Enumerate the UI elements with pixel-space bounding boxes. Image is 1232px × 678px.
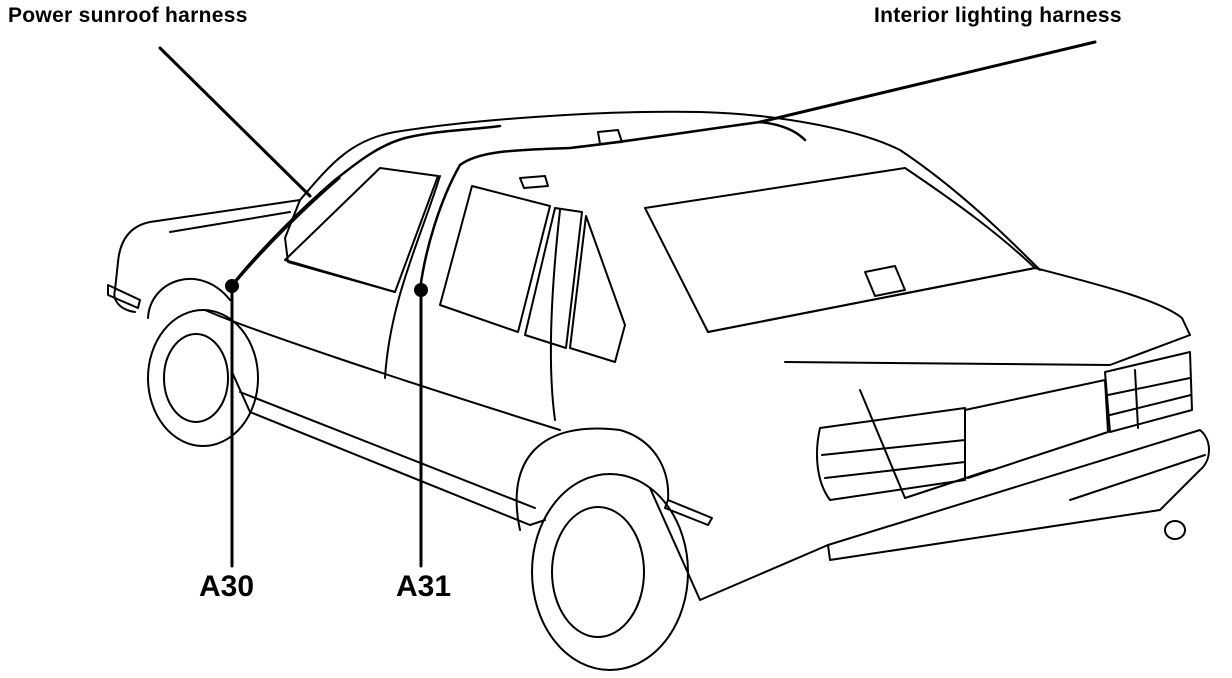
interior-harness-label: Interior lighting harness [874,4,1122,27]
rear-rim [551,506,645,638]
trunk-edge [784,334,1191,366]
rear-door-window [439,185,551,333]
front-window [284,167,439,293]
tail-light-right-lines [1107,369,1192,429]
connector-a30-dot [225,279,239,293]
tail-light-left [816,407,966,501]
sunroof-leader-line [158,46,312,198]
hood-line [169,211,291,233]
interior-harness-wire [418,120,807,292]
trunk-seam [859,389,991,499]
connector-a31-label: A31 [396,570,452,603]
rear-wheel-arch [515,427,670,531]
front-door-line [384,175,441,379]
interior-leader-line [758,40,1097,124]
side-body [231,371,546,526]
headlight [107,284,141,309]
sunroof-harness-label: Power sunroof harness [8,4,248,27]
roof-outline [299,110,1041,271]
rear-window [644,167,1036,333]
trunk-lid [707,267,1191,336]
sunroof-harness-wire [230,124,502,287]
rear-tire [531,473,689,671]
front-tire [147,309,259,447]
front-wheel-arch [147,278,231,319]
lower-quarter [649,487,829,601]
c-pillar-window [569,215,626,363]
exhaust-tip [1164,520,1186,540]
body-belt [204,309,561,431]
quarter-window [524,207,583,349]
rear-door-line [549,209,561,421]
bumper-line [1069,454,1206,501]
connector-a31-dot [414,283,428,297]
rear-bumper [827,429,1210,561]
tail-light-left-lines [821,439,966,479]
sunroof-harness-wire-2 [235,177,341,283]
tail-light-right [1104,351,1193,433]
license-plate [964,379,1109,479]
brake-light [864,265,906,297]
front-rim [163,333,229,423]
rocker-line [239,391,536,509]
connector-a30-label: A30 [199,570,255,603]
hood-outline [113,199,301,313]
interior-harness-lamp [519,129,623,189]
